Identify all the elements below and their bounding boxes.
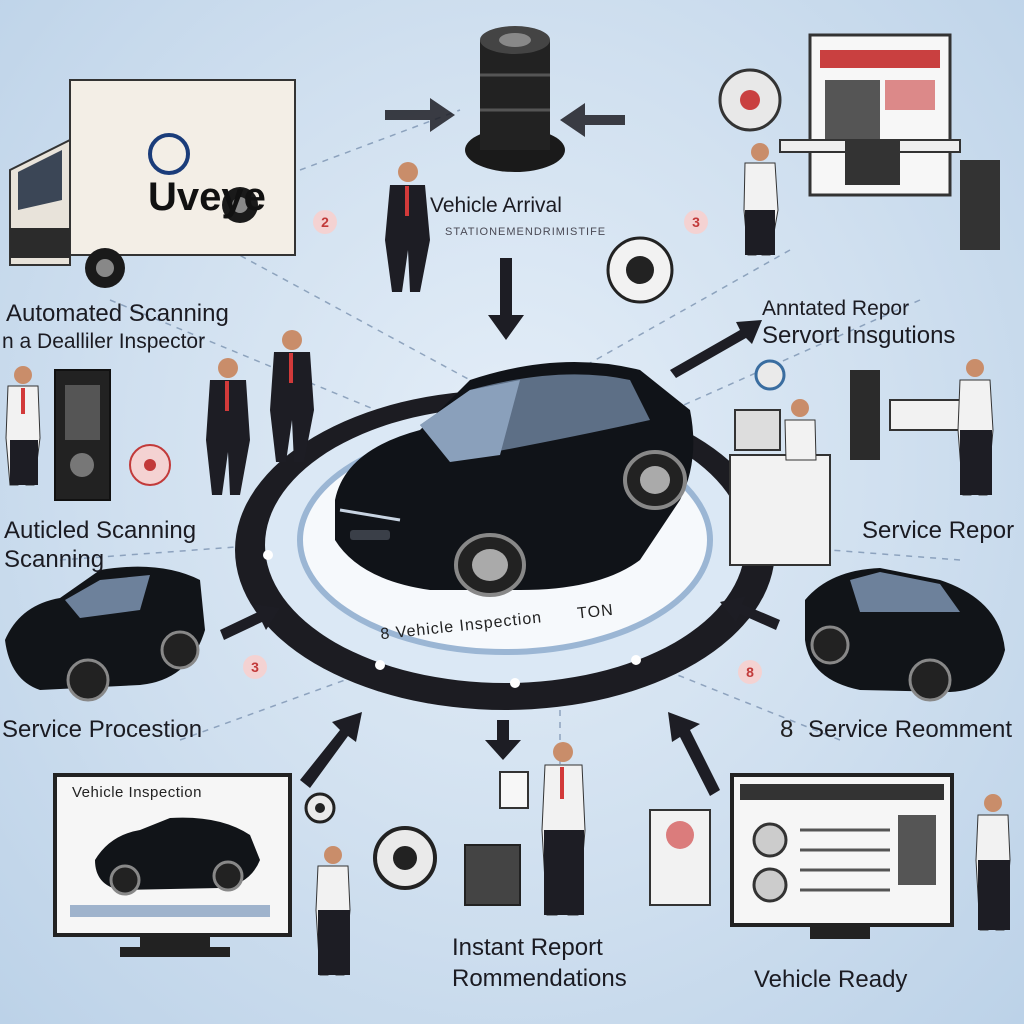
staff-figures xyxy=(5,143,1011,976)
step-badge-2: 3 xyxy=(684,210,708,234)
label-vehicle-ready: Vehicle Ready xyxy=(754,966,908,993)
scanner-kiosk xyxy=(54,369,111,501)
step-badge-3: 3 xyxy=(243,655,267,679)
badge-icon xyxy=(129,444,171,486)
label-service-repor: Service Repor xyxy=(862,517,1015,544)
person-arrival xyxy=(385,162,430,292)
person-desk-top xyxy=(743,143,779,256)
label-service-procestion: Service Procestion xyxy=(2,716,203,743)
label-service-reomment: Service Reomment xyxy=(808,716,1013,743)
label-vehicle-arrival-sub: STATIONEMENDRIMISTIFE xyxy=(445,226,607,238)
ready-monitor xyxy=(730,773,954,939)
label-rommendations: Rommendations xyxy=(452,965,627,992)
right-car xyxy=(805,568,1005,702)
center-ring-prefix: 8 xyxy=(379,625,392,644)
report-desk xyxy=(718,33,1000,250)
inspection-monitor xyxy=(53,773,292,957)
report-items xyxy=(373,809,711,906)
person-monitor-left xyxy=(315,846,351,976)
label-step-8: 8 xyxy=(780,716,794,743)
shield-icon xyxy=(754,359,786,391)
person-inspector-b xyxy=(206,358,250,495)
step-badge-4: 8 xyxy=(738,660,762,684)
flow-arrows xyxy=(220,98,780,796)
logo-ring-icon xyxy=(148,133,190,176)
label-instant-report: Instant Report xyxy=(452,934,603,961)
label-servort-inspections: Servort Insgutions xyxy=(762,322,956,349)
step-badge-1: 2 xyxy=(313,210,337,234)
center-ring-tail: TON xyxy=(576,601,615,623)
brand-logo: Uveye xyxy=(148,130,278,220)
monitor-title: Vehicle Inspection xyxy=(72,784,202,801)
label-dealer-inspection: n a Dealliler Inspector xyxy=(2,330,206,353)
person-service-desk xyxy=(784,399,817,461)
settings-icon xyxy=(304,792,336,824)
label-automated-report: Anntated Repor xyxy=(762,297,910,320)
central-car xyxy=(335,362,694,597)
label-scanning: Scanning xyxy=(4,546,105,573)
label-automated-scanning: Automated Scanning xyxy=(6,300,229,327)
label-auticled-scanning: Auticled Scanning xyxy=(4,517,197,544)
label-vehicle-arrival: Vehicle Arrival xyxy=(430,194,562,217)
gear-icon xyxy=(606,236,674,304)
logo-text: Uveye xyxy=(148,175,266,220)
person-inspector-a xyxy=(270,330,314,462)
person-kiosk xyxy=(5,366,41,486)
person-monitor-right xyxy=(975,794,1011,931)
person-right xyxy=(957,359,994,496)
person-report xyxy=(499,742,586,916)
left-car xyxy=(5,566,205,702)
truck-illustration xyxy=(9,79,296,288)
tire-stack xyxy=(465,26,565,172)
